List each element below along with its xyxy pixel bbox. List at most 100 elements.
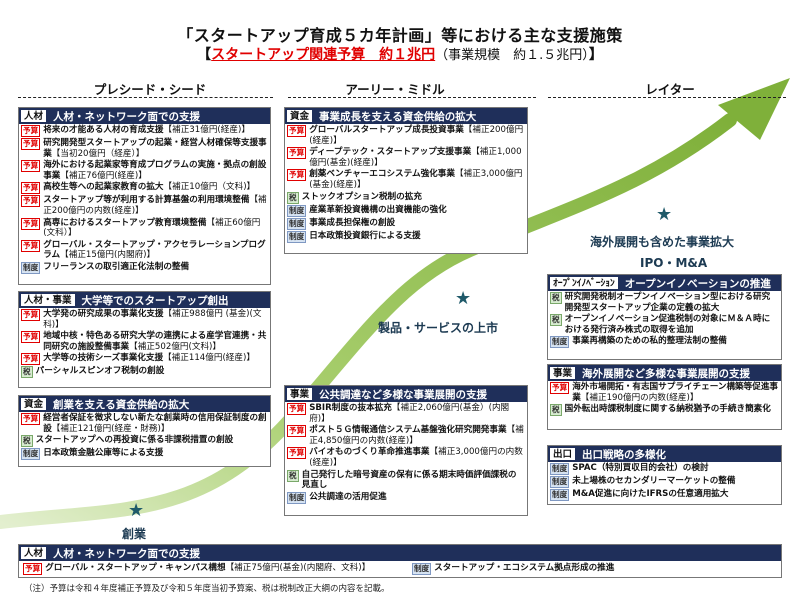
policy-text: 将来の才能ある人材の育成支援【補正31億円(経産)】 (43, 125, 250, 135)
policy-text: 日本政策金融公庫等による支援 (43, 448, 164, 459)
category-badge: 予算 (21, 182, 41, 195)
policy-item: 税パーシャルスピンオフ税制の創設 (19, 365, 270, 379)
category-badge: 制度 (21, 448, 41, 461)
box-header: 出口出口戦略の多様化 (548, 446, 781, 462)
policy-text: バイオものづくり革命推進事業【補正3,000億円の内数(経産)】 (309, 447, 523, 468)
policy-item: 税国外転出時課税制度に関する納税猶予の手続き簡素化 (548, 403, 781, 417)
policy-text: 公共調達の活用促進 (309, 491, 387, 502)
policy-text: グローバル・スタートアップ・キャンパス構想【補正75億円(基金)(内閣府、文科)… (45, 563, 371, 573)
policy-text: 高校生等への起業家教育の拡大【補正10億円（文科)】 (43, 182, 256, 193)
policy-text: 地域中核・特色ある研究大学の連携による産学官連携・共同研究の施設整備事業【補正5… (43, 331, 267, 352)
category-badge: 予算 (21, 239, 41, 252)
category-badge: 税 (21, 366, 33, 379)
policy-item: 予算ディープテック・スタートアップ支援事業【補正1,000億円(基金)(経産)】 (285, 146, 527, 168)
category-badge: 制度 (287, 491, 307, 504)
budget-amount-text: 【補正114億円(経産)】 (163, 353, 255, 364)
policy-item: 税スタートアップへの再投資に係る非課税措置の創設 (19, 434, 270, 448)
policy-text: 高専におけるスタートアップ教育環境整備【補正60億円(文科）】 (43, 217, 261, 239)
box-founding-fund: 資金創業を支える資金供給の拡大 予算経営者保証を徴求しない新たな創業時の信用保証… (18, 395, 271, 467)
policy-item: 制度事業再構築のための私的整理法制の整備 (548, 335, 781, 349)
policy-text: フリーランスの取引適正化法制の整備 (43, 261, 190, 272)
budget-amount-text: 【補正121億円(経産・財務)】 (51, 423, 170, 434)
category-badge: 予算 (21, 160, 41, 173)
category-badge: 予算 (550, 382, 570, 394)
box-header: 資金事業成長を支える資金供給の拡大 (285, 108, 527, 124)
policy-text: SBIR制度の抜本拡充【補正2,060億円(基金）(内閣府)】 (309, 403, 510, 424)
policy-item: 予算グローバルスタートアップ成長投資事業【補正200億円(経産)】 (285, 124, 527, 146)
box-header: 資金創業を支える資金供給の拡大 (19, 396, 270, 412)
budget-amount-text: 【補正76億円(経産)】 (60, 170, 147, 181)
category-badge: 制度 (411, 563, 432, 575)
policy-item: 税オープンイノベーション促進税制の対象にＭ＆Ａ時における発行済み株式の取得を追加 (548, 313, 781, 335)
policy-item: 税ストックオプション税制の拡充 (285, 191, 527, 204)
budget-amount-text: 【補正988億円 (基金)(文科)】 (43, 309, 262, 330)
box-header: 事業公共調達など多様な事業展開の支援 (285, 386, 527, 402)
policy-item: 制度産業革新投資機構の出資機能の強化 (285, 204, 527, 217)
budget-amount: スタートアップ関連予算 約１兆円 (211, 47, 436, 63)
category-badge: 予算 (21, 195, 41, 208)
budget-amount-text: 【補正60億円(文科）】 (43, 217, 261, 239)
stage-divider (288, 97, 536, 98)
policy-item: 制度未上場株のセカンダリーマーケットの整備 (548, 475, 781, 488)
box-growth-fund: 資金事業成長を支える資金供給の拡大 予算グローバルスタートアップ成長投資事業【補… (284, 107, 528, 254)
policy-item: 予算海外市場開拓・有志国サプライチェーン構築等促進事業【補正190億円の内数(経… (548, 381, 781, 403)
category-badge: 予算 (21, 413, 41, 425)
budget-amount-text: 【補正502億円(文科)】 (129, 341, 221, 352)
budget-amount-text: 【補正200億円(経産)】 (309, 125, 524, 146)
label-sogyo: 創業 (122, 527, 147, 541)
budget-amount-text: 【補正75億円(基金)(内閣府、文科)】 (225, 563, 371, 573)
star-icon: ★ (656, 204, 673, 225)
policy-text: 大学発の研究成果の事業化支援【補正988億円 (基金)(文科)】 (43, 309, 262, 330)
category-badge: 税 (287, 469, 299, 482)
policy-item: 制度日本政策投資銀行による支援 (285, 230, 527, 243)
box-university: 人材・事業大学等でのスタートアップ創出 予算大学発の研究成果の事業化支援【補正9… (18, 291, 271, 388)
policy-item: 予算大学発の研究成果の事業化支援【補正988億円 (基金)(文科)】 (19, 308, 270, 330)
policy-text: パーシャルスピンオフ税制の創設 (35, 366, 165, 377)
category-badge: 予算 (287, 125, 307, 137)
policy-text: 研究開発型スタートアップの起業・経営人材確保等支援事業【当初20億円（経産）】 (43, 138, 267, 159)
box-header: 人材・事業大学等でのスタートアップ創出 (19, 292, 270, 308)
policy-text: スタートアップ等が利用する計算基盤の利用環境整備【補正200億円の内数(経産)】 (43, 195, 267, 216)
policy-text: スタートアップへの再投資に係る非課税措置の創設 (35, 435, 234, 446)
budget-amount-text: 【補正15億円(内閣府)】 (60, 250, 156, 261)
box-header: 人材人材・ネットワーク面での支援 (19, 108, 270, 124)
category-badge: 制度 (287, 217, 307, 230)
budget-amount-text: 【補正3,000億円(基金)(経産)】 (309, 169, 523, 190)
category-badge: 制度 (287, 204, 307, 217)
policy-item: 予算ポスト５Ｇ情報通信システム基盤強化研究開発事業【補正4,850億円の内数(経… (285, 424, 527, 446)
stage-divider (18, 97, 273, 98)
budget-amount-text: 【補正190億円の内数(経産)】 (580, 392, 699, 403)
policy-item: 制度スタートアップ・エコシステム拠点形成の推進 (410, 562, 779, 575)
stage-later: レイター (645, 82, 695, 97)
category-badge: 税 (550, 404, 562, 417)
policy-text: 創薬ベンチャーエコシステム強化事業【補正3,000億円(基金)(経産)】 (309, 169, 523, 190)
category-badge: 予算 (21, 217, 41, 230)
budget-amount-text: 【当初20億円（経産）】 (51, 148, 145, 159)
policy-item: 予算経営者保証を徴求しない新たな創業時の信用保証制度の創設【補正121億円(経産… (19, 412, 270, 434)
category-badge: 予算 (21, 125, 41, 137)
policy-text: ストックオプション税制の拡充 (301, 191, 422, 202)
stage-early: アーリー・ミドル (345, 82, 445, 97)
policy-text: グローバル・スタートアップ・アクセラレーションプログラム【補正15億円(内閣府)… (43, 239, 266, 261)
category-badge: 予算 (287, 447, 307, 460)
category-badge: 予算 (21, 353, 41, 366)
policy-text: 事業成長担保権の創設 (309, 217, 396, 228)
policy-text: 日本政策投資銀行による支援 (309, 230, 421, 241)
policy-item: 予算地域中核・特色ある研究大学の連携による産学官連携・共同研究の施設整備事業【補… (19, 330, 270, 352)
policy-text: スタートアップ・エコシステム拠点形成の推進 (434, 563, 615, 573)
policy-text: 自己発行した暗号資産の保有に係る期末時価評価課税の見直し (301, 469, 517, 491)
policy-text: 研究開発税制オープンイノベーション型における研究開発型スタートアップ企業の定義の… (564, 292, 771, 313)
category-badge: 制度 (550, 476, 570, 488)
box-header: ｵｰﾌﾟﾝｲﾉﾍﾞｰｼｮﾝオープンイノベーションの推進 (548, 275, 781, 291)
box-open-innovation: ｵｰﾌﾟﾝｲﾉﾍﾞｰｼｮﾝオープンイノベーションの推進 税研究開発税制オープンイ… (547, 274, 782, 360)
policy-item: 予算高校生等への起業家教育の拡大【補正10億円（文科)】 (19, 181, 270, 195)
stage-pre-seed: プレシード・シード (93, 82, 207, 97)
policy-item: 予算創薬ベンチャーエコシステム強化事業【補正3,000億円(基金)(経産)】 (285, 168, 527, 190)
category-badge: 予算 (287, 425, 307, 438)
budget-amount-text: 【補正2,060億円(基金）(内閣府)】 (309, 403, 510, 424)
budget-amount-text: 【補正4,850億円の内数(経産)】 (309, 425, 524, 446)
business-scale: （事業規模 約１.５兆円） (435, 48, 589, 63)
policy-text: 海外市場開拓・有志国サプライチェーン構築等促進事業【補正190億円の内数(経産)… (572, 382, 779, 403)
